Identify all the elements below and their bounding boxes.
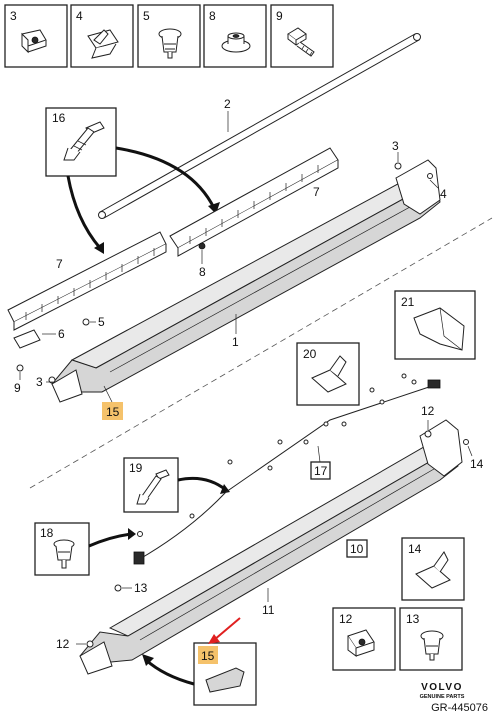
detail-label-18: 18 — [40, 526, 54, 540]
push-clip-icon-lower — [420, 630, 444, 661]
detail-label-12: 12 — [339, 612, 353, 626]
detail-box-13[interactable]: 13 — [399, 607, 463, 671]
detail-box-4[interactable]: 4 — [70, 4, 134, 68]
lower-fasteners — [86, 430, 469, 648]
spring-clip-icon — [87, 29, 119, 59]
push-clip-icon — [158, 28, 182, 59]
wire-clip-icon — [311, 355, 347, 393]
callout-3-upper-right: 3 — [392, 139, 399, 153]
callout-3-upper-left: 3 — [36, 375, 43, 389]
upper-fasteners — [13, 162, 433, 384]
callout-13-lower: 13 — [134, 581, 148, 595]
end-cap-icon — [413, 307, 465, 351]
detail-label-14: 14 — [408, 542, 422, 556]
detail-label-13: 13 — [406, 612, 420, 626]
end-cap-trim-icon — [205, 667, 245, 693]
detail-box-14[interactable]: 14 — [401, 537, 465, 601]
detail-label-16: 16 — [52, 111, 66, 125]
cable-harness-17[interactable] — [133, 379, 441, 565]
red-pointer-arrow — [213, 617, 241, 641]
detail-box-15[interactable]: 15 — [193, 642, 257, 706]
volvo-logo: VOLVO GENUINE PARTS — [420, 682, 465, 700]
push-rivet-icon — [63, 121, 105, 161]
detail-label-5: 5 — [143, 9, 150, 23]
detail-box-3[interactable]: 3 — [4, 4, 68, 68]
callout-12-lower-left: 12 — [56, 637, 70, 651]
callout-14-lower: 14 — [470, 457, 484, 471]
callout-5-upper: 5 — [98, 315, 105, 329]
detail-label-21: 21 — [401, 295, 415, 309]
cable-tie-clip-icon — [136, 469, 170, 505]
brand-name: VOLVO — [421, 682, 463, 693]
callout-7-left: 7 — [56, 257, 63, 271]
detail-box-18[interactable]: 18 — [34, 522, 90, 576]
detail-label-3: 3 — [10, 9, 17, 23]
callout-15-upper-highlight[interactable]: 15 — [102, 402, 123, 420]
detail-box-16[interactable]: 16 — [45, 107, 117, 177]
detail-box-5[interactable]: 5 — [137, 4, 201, 68]
clip-nut-icon — [21, 29, 47, 54]
retainer-clip-icon — [415, 551, 451, 589]
mounting-bracket-7-right[interactable] — [169, 147, 339, 257]
callout-12-lower-right: 12 — [421, 404, 435, 418]
detail-18-pointer-arrow — [88, 532, 133, 548]
callout-15-lower: 15 — [201, 649, 215, 663]
detail-box-8[interactable]: 8 — [203, 4, 267, 68]
callout-8-upper: 8 — [199, 265, 206, 279]
detail-box-21[interactable]: 21 — [394, 290, 476, 360]
callout-15-upper: 15 — [106, 405, 120, 419]
detail-label-9: 9 — [276, 9, 283, 23]
section-divider — [29, 217, 493, 489]
fir-tree-clip-icon — [53, 539, 75, 569]
detail-box-12[interactable]: 12 — [332, 607, 396, 671]
detail-box-9[interactable]: 9 — [270, 4, 334, 68]
diagram-reference: GR-445076 — [431, 702, 488, 714]
rivet-nut-icon — [221, 32, 251, 53]
detail-label-4: 4 — [76, 9, 83, 23]
detail-label-20: 20 — [303, 347, 317, 361]
detail-15-pointer-arrow — [145, 658, 195, 686]
callout-6: 6 — [58, 327, 65, 341]
callout-7-right: 7 — [313, 185, 320, 199]
detail-box-19[interactable]: 19 — [123, 457, 179, 513]
callout-1: 1 — [232, 335, 239, 349]
detail-label-19: 19 — [129, 461, 143, 475]
detail-box-20[interactable]: 20 — [296, 342, 360, 406]
callout-9-upper: 9 — [14, 381, 21, 395]
brand-subtitle: GENUINE PARTS — [420, 694, 465, 700]
screw-icon — [287, 27, 315, 57]
callout-10: 10 — [350, 542, 364, 556]
callout-4-upper: 4 — [440, 187, 447, 201]
callout-17: 17 — [314, 464, 328, 478]
side-sill-11[interactable] — [79, 419, 463, 675]
detail-label-8: 8 — [209, 9, 216, 23]
side-sill-1[interactable] — [51, 159, 441, 403]
harness-clips — [137, 373, 417, 537]
clip-nut-icon-lower — [347, 629, 375, 657]
mounting-bracket-7-left[interactable] — [7, 231, 167, 331]
callout-2: 2 — [224, 97, 231, 111]
detail-19-pointer-arrow — [177, 476, 227, 492]
callout-11: 11 — [262, 603, 275, 617]
callout-box-17[interactable] — [310, 461, 331, 480]
callout-box-10[interactable] — [346, 539, 368, 558]
